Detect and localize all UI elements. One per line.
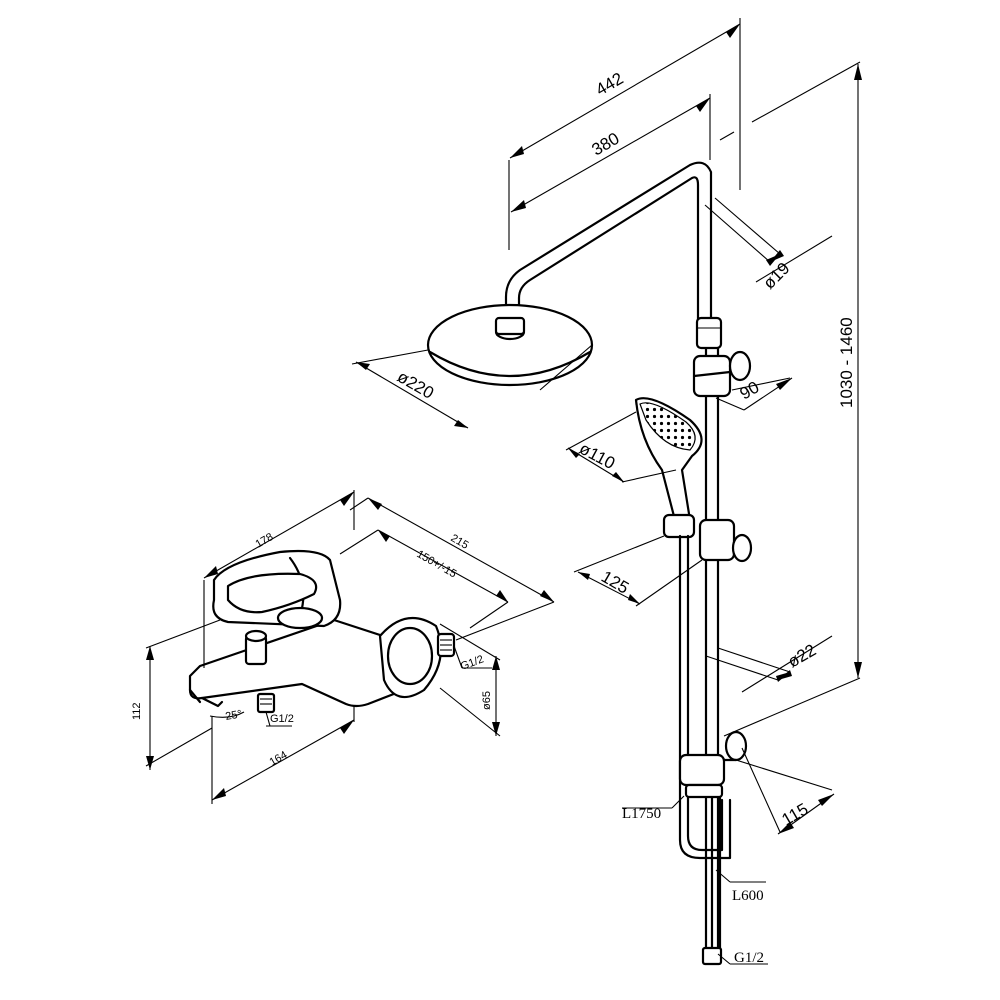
dim-holder-projection: 115 [779, 799, 812, 829]
bath-mixer [188, 549, 456, 714]
dim-mixer-width: 178 [254, 531, 276, 551]
overhead-arm-inner [517, 176, 700, 334]
dim-overall-height: 1030 - 1460 [837, 317, 856, 408]
dim-mixer-centers: 150+/-15 [415, 548, 459, 580]
bottom-nut [701, 946, 723, 966]
dim-slider-projection: 125 [598, 567, 632, 598]
rain-shower-head [426, 303, 594, 387]
dim-arm-diameter: ø19 [759, 259, 793, 293]
lower-holder [678, 730, 748, 799]
shower-dimensions: 442 380 1030 - 1460 ø19 ø220 [351, 18, 862, 966]
upper-slider [692, 350, 752, 398]
dim-442: 442 [593, 69, 627, 100]
overhead-arm [504, 161, 713, 334]
dim-mixer-height: 112 [131, 702, 143, 720]
middle-slider [698, 518, 753, 563]
label-mixer-inlet-thread: G1/2 [270, 713, 294, 725]
dim-mixer-length: 164 [268, 749, 290, 769]
vertical-rail [704, 328, 720, 962]
label-connection-bottom: G1/2 [734, 950, 764, 966]
dim-hand-shower-diameter: ø110 [576, 439, 618, 473]
dim-rail-diameter: ø22 [785, 640, 820, 671]
shower-column [426, 161, 753, 966]
dim-spout-angle: 25° [224, 708, 242, 723]
label-hose-long: L1750 [622, 806, 661, 822]
dim-380: 380 [589, 129, 623, 160]
label-mixer-outlet-thread: G1/2 [459, 653, 486, 672]
dim-mixer-depth: 215 [449, 532, 471, 552]
label-hose-short: L600 [732, 888, 764, 904]
dim-slider-depth: 90 [737, 378, 763, 404]
hand-shower [634, 397, 703, 539]
dim-escutcheon-diameter: ø65 [481, 691, 493, 710]
rail-top-joint [695, 316, 723, 350]
